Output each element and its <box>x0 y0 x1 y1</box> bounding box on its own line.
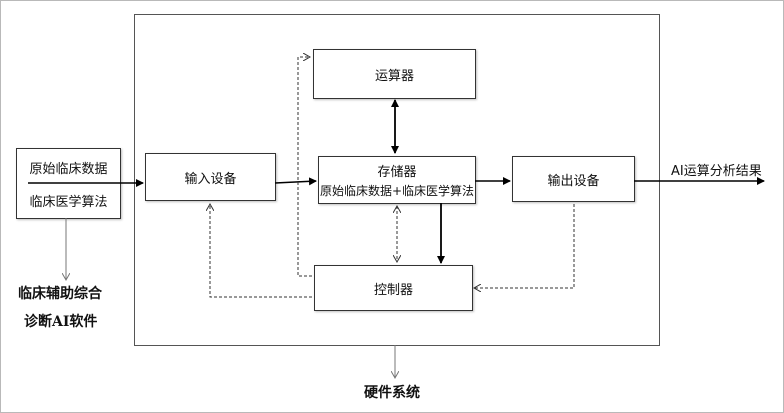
storage-title: 存储器 <box>377 165 417 180</box>
dashed-controller-to-alu <box>297 57 312 277</box>
dashed-output-to-controller <box>474 204 575 288</box>
arrow-input-to-storage <box>274 177 317 186</box>
ai-software-label-line2: 诊断AI软件 <box>24 314 98 330</box>
hardware-system-boundary <box>134 14 660 346</box>
alu-box: 运算器 <box>313 49 476 99</box>
ai-software-label-line1: 临床辅助综合 <box>18 286 102 302</box>
storage-box: 存储器 原始临床数据+临床医学算法 <box>318 156 476 204</box>
dashed-controller-to-input <box>210 204 312 298</box>
clinical-algorithm-label: 临床医学算法 <box>29 194 108 210</box>
hardware-system-label: 硬件系统 <box>364 385 420 401</box>
input-device-box: 输入设备 <box>145 153 276 201</box>
output-device-box: 输出设备 <box>512 156 635 202</box>
controller-label: 控制器 <box>373 282 413 298</box>
storage-subtitle: 原始临床数据+临床医学算法 <box>319 184 475 198</box>
raw-clinical-data-label: 原始临床数据 <box>29 161 108 177</box>
alu-label: 运算器 <box>374 68 414 84</box>
output-device-label: 输出设备 <box>547 173 600 189</box>
ai-result-label: AI运算分析结果 <box>671 164 762 179</box>
input-device-label: 输入设备 <box>184 171 237 187</box>
controller-box: 控制器 <box>314 265 473 311</box>
